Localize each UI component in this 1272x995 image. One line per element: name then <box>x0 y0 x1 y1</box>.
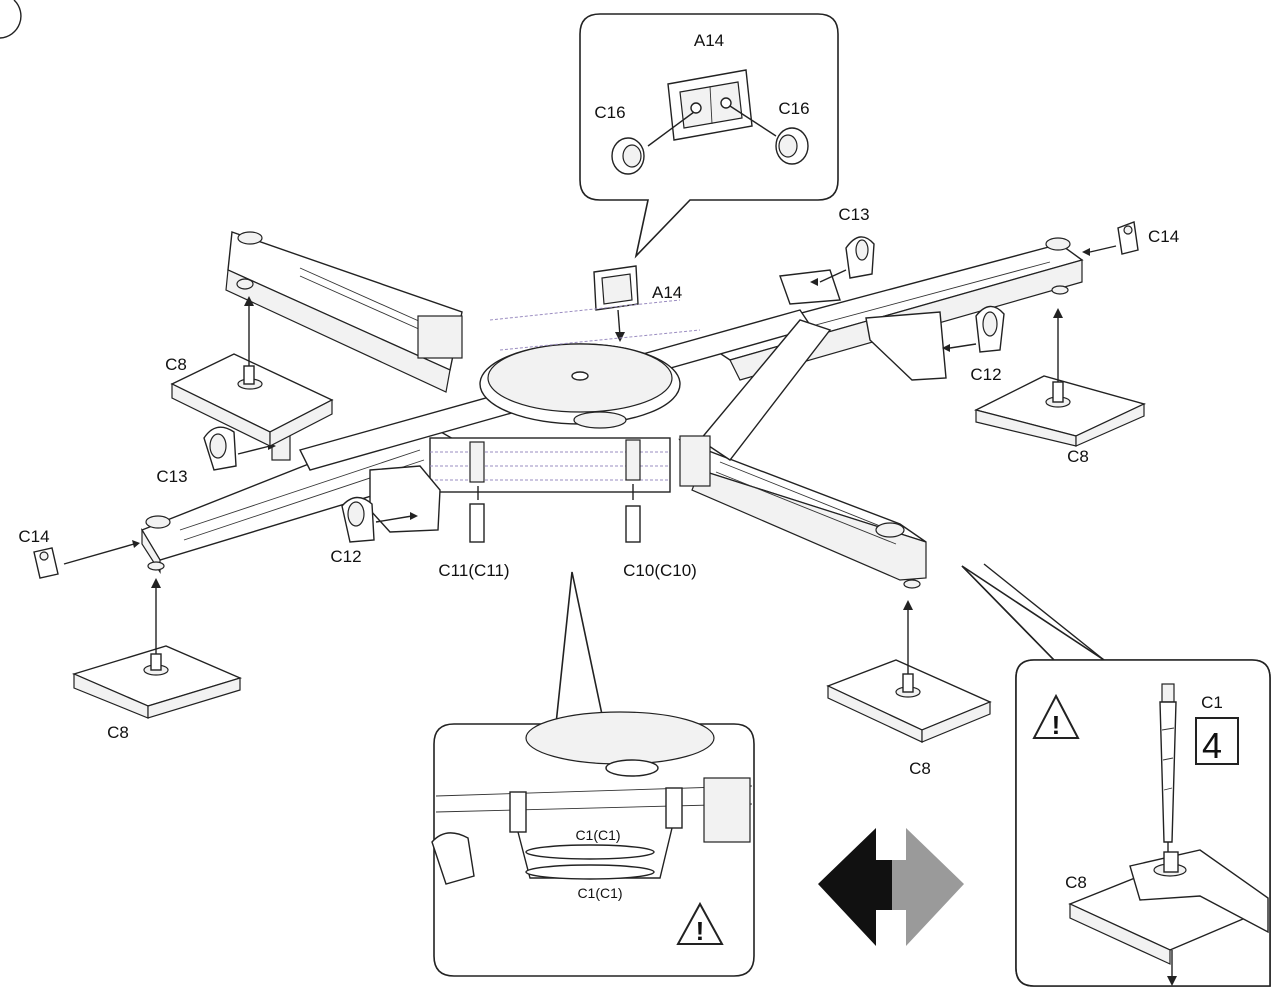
turntable <box>479 343 681 429</box>
part-c13-left: C13 <box>156 426 276 486</box>
label-c8-detail: C8 <box>1065 873 1087 892</box>
warning-triangle-icon: ! <box>1032 693 1080 740</box>
base-frame <box>140 231 1084 589</box>
label-c14-right: C14 <box>1148 227 1179 246</box>
label-c1-bottom: C1(C1) <box>577 885 622 901</box>
part-c13-right: C13 <box>810 205 875 286</box>
svg-text:!: ! <box>696 916 705 946</box>
foot-c8-bottom-right: C8 <box>826 600 992 778</box>
label-c10: C10(C10) <box>623 561 697 580</box>
screw-c1 <box>1159 683 1177 864</box>
part-c14-right: C14 <box>1082 221 1179 256</box>
label-c8-right: C8 <box>1067 447 1089 466</box>
callout-a14-detail: A14 C16 C16 <box>579 13 839 259</box>
label-c13-right: C13 <box>838 205 869 224</box>
foot-c8-right: C8 <box>974 308 1146 466</box>
part-c11: C11(C11) <box>438 441 510 580</box>
foot-c8-bottom-left: C8 <box>71 578 243 742</box>
foot-c8-detail <box>1068 849 1269 986</box>
label-c1-top: C1(C1) <box>575 827 620 843</box>
part-c10: C10(C10) <box>623 439 697 580</box>
label-c8-bottom-left: C8 <box>107 723 129 742</box>
callout-c1-c8-detail: ! C1 4 C8 <box>961 563 1271 987</box>
step-number-circle <box>0 0 22 39</box>
callout-c1-detail: C1(C1) C1(C1) ! <box>431 571 755 977</box>
label-c13-left: C13 <box>156 467 187 486</box>
label-a14: A14 <box>652 283 682 302</box>
c16-nut-right <box>729 105 809 165</box>
label-c12-left: C12 <box>330 547 361 566</box>
label-c8-top-left: C8 <box>165 355 187 374</box>
quantity-value: 4 <box>1202 725 1222 766</box>
label-c14-left: C14 <box>18 527 49 546</box>
foot-c8-top-left: C8 <box>165 296 334 447</box>
label-c16-left: C16 <box>594 103 625 122</box>
label-c8-bottom-right: C8 <box>909 759 931 778</box>
label-c12-right: C12 <box>970 365 1001 384</box>
label-c16-right: C16 <box>778 99 809 118</box>
warning-triangle-icon: ! <box>676 901 724 946</box>
svg-text:!: ! <box>1052 710 1061 740</box>
part-c12-left: C12 <box>330 496 418 566</box>
part-c12-right: C12 <box>942 305 1005 384</box>
a14-plate-detail <box>667 69 753 141</box>
quantity-badge: 4 <box>1195 717 1239 766</box>
a14-plate: A14 <box>593 265 682 342</box>
label-a14-detail: A14 <box>694 31 724 50</box>
left-right-arrows-icon <box>818 828 964 946</box>
label-c1: C1 <box>1201 693 1223 712</box>
c16-nut-left <box>611 111 695 175</box>
label-c11: C11(C11) <box>438 561 509 580</box>
part-c14-left: C14 <box>18 527 140 579</box>
